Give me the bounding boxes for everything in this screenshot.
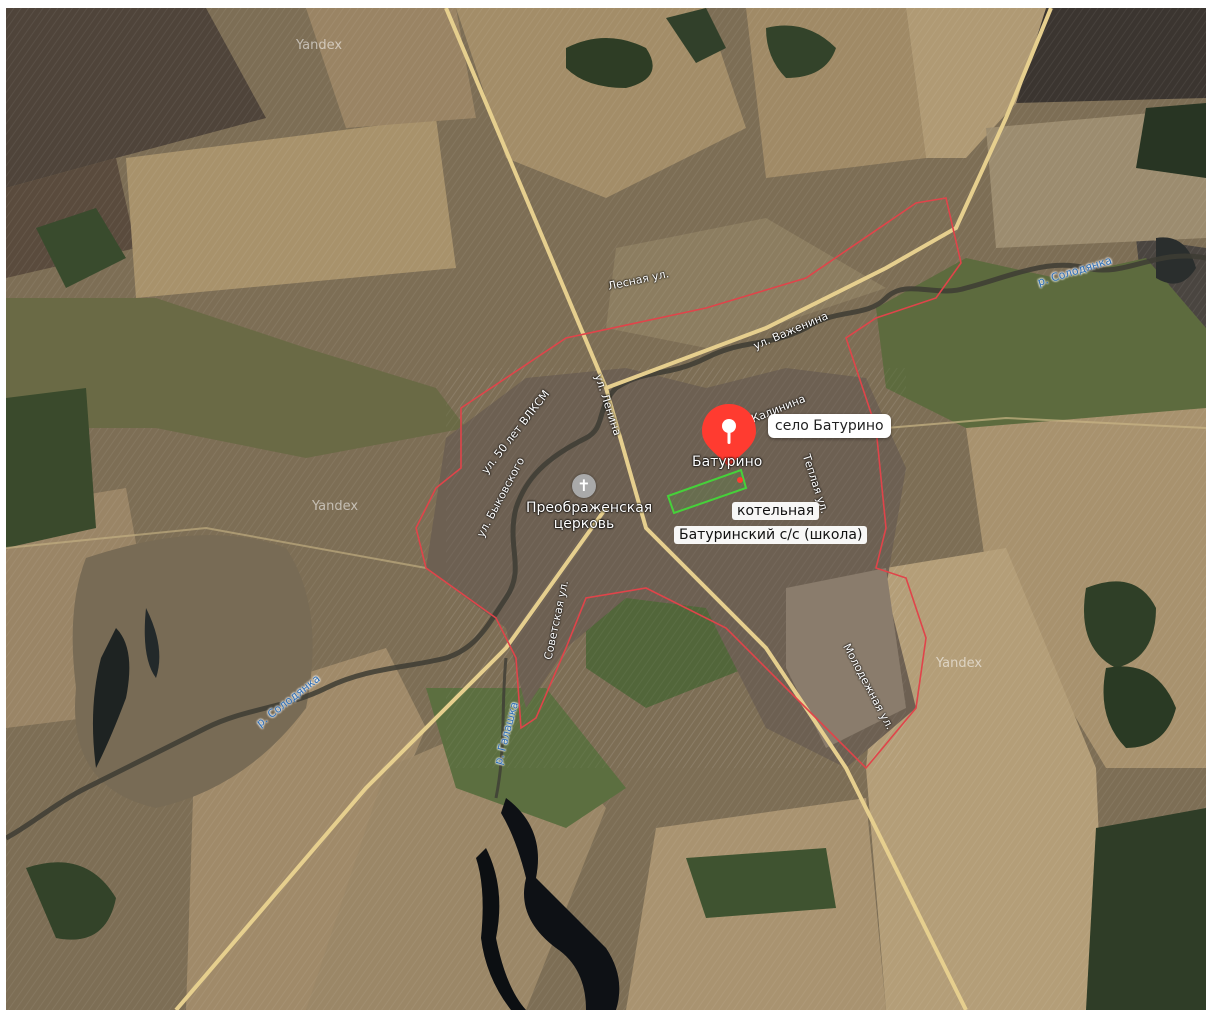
church-label[interactable]: Преображенская церковь	[526, 500, 653, 532]
map-view[interactable]: Yandex Yandex Yandex Лесная ул. ул. Важе…	[6, 8, 1206, 1010]
church-label-line1: Преображенская	[526, 500, 653, 516]
village-blocks	[786, 568, 906, 748]
yandex-watermark-2: Yandex	[312, 499, 359, 514]
road-east	[885, 416, 1206, 429]
forest-6	[1084, 581, 1156, 668]
lake-west-water	[92, 628, 130, 768]
road-southwest	[174, 506, 608, 1010]
settlement-boundary	[415, 197, 962, 770]
meadow-south-3	[686, 848, 836, 918]
oxbow-south	[501, 798, 620, 1010]
oxbow-south-2	[476, 848, 526, 1010]
forest-3	[766, 25, 836, 78]
forest-8	[1086, 808, 1206, 1010]
road-west	[6, 526, 427, 569]
object-label-school[interactable]: Батуринский с/с (школа)	[674, 526, 868, 544]
map-pin-icon[interactable]	[700, 402, 758, 477]
pond-1	[1156, 237, 1196, 284]
forest-5	[36, 208, 126, 288]
forest-1	[566, 38, 653, 88]
church-icon[interactable]: ✝	[572, 474, 596, 498]
school-outline	[666, 468, 748, 515]
yandex-watermark-3: Yandex	[936, 656, 983, 671]
forest-7	[1103, 666, 1176, 748]
wetland-east	[876, 258, 1206, 428]
forest-2	[666, 8, 726, 63]
forest-10	[26, 862, 116, 940]
place-name-label: Батурино	[692, 454, 763, 470]
river-galashka	[494, 657, 508, 799]
forest-9	[1136, 103, 1206, 178]
church-label-line2: церковь	[553, 516, 615, 532]
road-north-south	[444, 8, 968, 1010]
river-solodyanka	[6, 253, 1206, 841]
lake-west-water-2	[144, 608, 160, 678]
yandex-watermark-1: Yandex	[296, 38, 343, 53]
school-marker-dot	[737, 477, 743, 483]
road-northeast	[605, 8, 1053, 390]
wetland-west	[6, 298, 466, 458]
place-card[interactable]: село Батурино	[768, 414, 891, 438]
lake-west	[72, 535, 313, 808]
object-label-boiler[interactable]: котельная	[732, 502, 820, 520]
forest-4	[6, 388, 96, 548]
satellite-imagery	[6, 8, 1206, 1010]
